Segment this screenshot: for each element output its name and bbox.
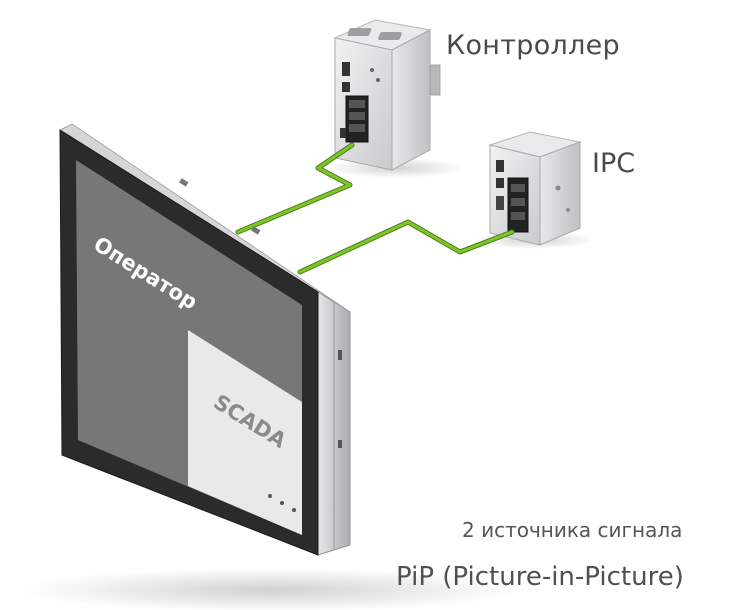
screen-pip (188, 330, 302, 535)
monitor-shadow (20, 568, 520, 610)
signal-sources-caption: 2 источника сигнала (462, 518, 683, 542)
ipc-label: IPC (592, 148, 636, 179)
cable-ipc-monitor (297, 219, 515, 275)
controller-device (333, 19, 441, 171)
controller-label: Контроллер (446, 30, 620, 61)
ipc-device (488, 131, 582, 246)
panel-monitor: Оператор SCADA (59, 123, 351, 556)
cable-controller-monitor (235, 142, 355, 235)
pip-caption: PiP (Picture-in-Picture) (396, 562, 684, 592)
